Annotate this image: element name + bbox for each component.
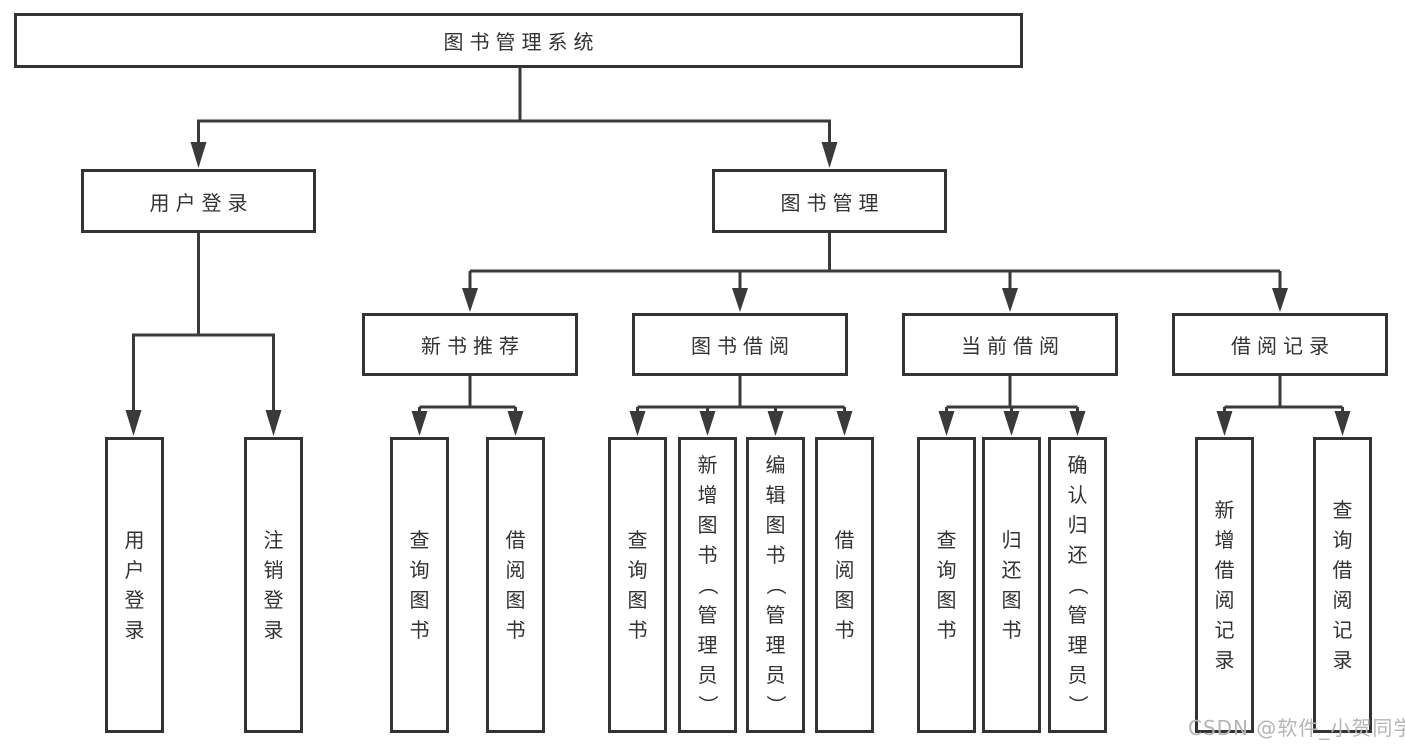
leaf-add-book-admin: 新增图书（管理员）: [678, 437, 737, 733]
leaf-add-borrow-record: 新增借阅记录: [1195, 437, 1254, 733]
node-book-borrow: 图书借阅: [632, 313, 848, 376]
leaf-borrow-book-label: 借阅图书: [834, 528, 855, 642]
node-root: 图书管理系统: [14, 13, 1023, 68]
node-book-management-label: 图书管理: [780, 190, 885, 215]
leaf-query-borrow-record-label: 查询借阅记录: [1332, 498, 1353, 672]
leaf-query-book-borrow: 查询图书: [608, 437, 667, 733]
leaf-user-login: 用户登录: [105, 437, 164, 733]
leaf-add-borrow-record-label: 新增借阅记录: [1214, 498, 1235, 672]
node-current-borrow: 当前借阅: [902, 313, 1118, 376]
leaf-borrow-book-recommend: 借阅图书: [486, 437, 545, 733]
leaf-edit-book-admin: 编辑图书（管理员）: [746, 437, 805, 733]
leaf-confirm-return-admin: 确认归还（管理员）: [1048, 437, 1107, 733]
csdn-watermark: CSDN @软件_小贺同学: [1188, 716, 1405, 740]
leaf-add-book-admin-label: 新增图书（管理员）: [695, 453, 720, 715]
leaf-return-book: 归还图书: [982, 437, 1041, 733]
leaf-query-borrow-record: 查询借阅记录: [1313, 437, 1372, 733]
node-new-book-recommend: 新书推荐: [362, 313, 578, 376]
leaf-query-book-recommend-label: 查询图书: [409, 528, 430, 642]
node-book-borrow-label: 图书借阅: [691, 334, 795, 358]
node-current-borrow-label: 当前借阅: [961, 334, 1065, 358]
leaf-query-book-recommend: 查询图书: [390, 437, 449, 733]
node-borrow-records-label: 借阅记录: [1231, 334, 1335, 358]
leaf-query-book-current-label: 查询图书: [936, 528, 957, 642]
leaf-logout-label: 注销登录: [263, 528, 284, 642]
leaf-user-login-label: 用户登录: [124, 528, 145, 642]
node-user-login: 用户登录: [81, 169, 316, 233]
leaf-query-book-borrow-label: 查询图书: [627, 528, 648, 642]
leaf-query-book-current: 查询图书: [917, 437, 976, 733]
leaf-logout: 注销登录: [244, 437, 303, 733]
node-borrow-records: 借阅记录: [1172, 313, 1388, 376]
leaf-return-book-label: 归还图书: [1001, 528, 1022, 642]
node-new-book-recommend-label: 新书推荐: [421, 334, 525, 358]
leaf-borrow-book: 借阅图书: [815, 437, 874, 733]
node-root-label: 图书管理系统: [443, 30, 600, 54]
leaf-borrow-book-recommend-label: 借阅图书: [505, 528, 526, 642]
leaf-confirm-return-admin-label: 确认归还（管理员）: [1065, 453, 1090, 715]
node-user-login-label: 用户登录: [149, 190, 254, 215]
node-book-management: 图书管理: [712, 169, 947, 233]
leaf-edit-book-admin-label: 编辑图书（管理员）: [763, 453, 788, 715]
